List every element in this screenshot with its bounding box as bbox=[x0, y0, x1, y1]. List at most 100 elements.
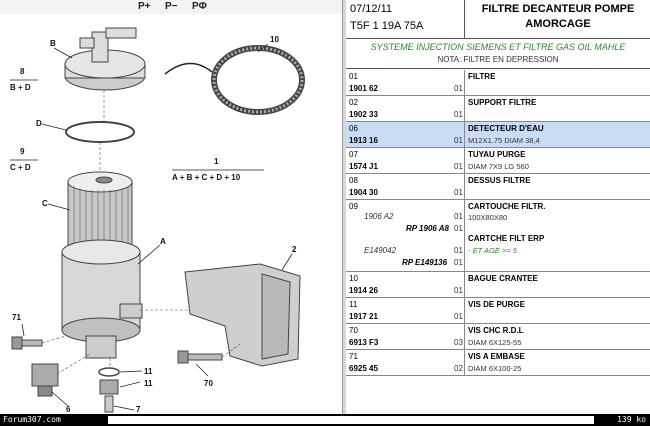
row-desc: VIS DE PURGE bbox=[468, 300, 525, 309]
label-2: 2 bbox=[292, 245, 297, 254]
part-71-screw bbox=[11, 336, 43, 350]
row-desc: BAGUE CRANTEE bbox=[468, 274, 538, 283]
table-row[interactable]: 70 6913 F3 03 VIS CHC R.D.L DIAM 6X125-5… bbox=[346, 324, 650, 350]
row-qty: 01 bbox=[454, 312, 463, 321]
row-pos: 02 bbox=[349, 98, 358, 107]
label-6: 6 bbox=[66, 405, 71, 414]
row-ref: 1914 26 bbox=[349, 286, 378, 295]
row-pos: 09 bbox=[349, 202, 358, 211]
row-spec: DIAM 6X100-25 bbox=[468, 364, 522, 373]
row-qty: 02 bbox=[454, 364, 463, 373]
row-pos: 70 bbox=[349, 326, 358, 335]
row-pos: 10 bbox=[349, 274, 358, 283]
label-1-sub: A + B + C + D + 10 bbox=[172, 173, 241, 182]
header-divider bbox=[464, 0, 465, 38]
system-separator bbox=[346, 68, 650, 69]
row-ref-replacement: RP 1906 A8 bbox=[406, 224, 449, 233]
label-8: 8 bbox=[20, 67, 25, 76]
row-pos: 71 bbox=[349, 352, 358, 361]
table-row[interactable]: 11 1917 21 01 VIS DE PURGE bbox=[346, 298, 650, 324]
part-10-ring bbox=[211, 45, 305, 115]
row-desc: VIS A EMBASE bbox=[468, 352, 525, 361]
viewer-toolbar: P+ P− PΦ bbox=[0, 0, 343, 14]
zoom-fit-button[interactable]: PΦ bbox=[192, 1, 207, 12]
label-8-sub: B + D bbox=[10, 83, 31, 92]
row-qty: 01 bbox=[454, 136, 463, 145]
header-separator bbox=[346, 38, 650, 39]
row-ref: 1902 33 bbox=[349, 110, 378, 119]
row-pos: 11 bbox=[349, 300, 358, 309]
part-b-cap bbox=[64, 27, 146, 91]
row-desc: TUYAU PURGE bbox=[468, 150, 526, 159]
row-pos: 08 bbox=[349, 176, 358, 185]
row-ref: 1917 21 bbox=[349, 312, 378, 321]
part-2-bracket bbox=[184, 263, 301, 367]
parts-table: 01 1901 62 01 FILTRE 02 1902 33 01 SUPPO… bbox=[346, 70, 650, 376]
table-row[interactable]: 09 1906 A2 01 CARTOUCHE FILTR. 100X80X80… bbox=[346, 200, 650, 272]
part-a-bowl bbox=[61, 239, 143, 359]
zoom-in-button[interactable]: P+ bbox=[138, 1, 151, 12]
row-qty: 01 bbox=[454, 162, 463, 171]
row-desc: CARTCHE FILT ERP bbox=[468, 234, 545, 243]
label-9: 9 bbox=[20, 147, 25, 156]
row-desc: DESSUS FILTRE bbox=[468, 176, 531, 185]
table-row-selected[interactable]: 06 1913 16 01 DETECTEUR D'EAU M12X1.75 D… bbox=[346, 122, 650, 148]
table-row[interactable]: 08 1904 30 01 DESSUS FILTRE bbox=[346, 174, 650, 200]
row-pos: 07 bbox=[349, 150, 358, 159]
label-7: 7 bbox=[136, 405, 141, 414]
row-qty: 01 bbox=[454, 246, 463, 255]
part-d-oring bbox=[65, 121, 135, 143]
row-pos: 01 bbox=[349, 72, 358, 81]
row-qty: 01 bbox=[454, 110, 463, 119]
row-desc: VIS CHC R.D.L bbox=[468, 326, 524, 335]
row-ref-replacement: RP E149136 bbox=[402, 258, 448, 267]
row-desc: DETECTEUR D'EAU bbox=[468, 124, 544, 133]
title-line-2: AMORCAGE bbox=[525, 18, 591, 30]
row-spec: 100X80X80 bbox=[468, 213, 508, 222]
row-qty: 01 bbox=[454, 188, 463, 197]
row-ref: 1906 A2 bbox=[364, 212, 394, 221]
row-note: - ET AGE >= 5 bbox=[468, 246, 517, 255]
row-qty: 01 bbox=[454, 286, 463, 295]
pane-divider[interactable] bbox=[342, 0, 346, 414]
row-ref: E149042 bbox=[364, 246, 397, 255]
label-9-sub: C + D bbox=[10, 163, 31, 172]
table-row[interactable]: 07 1574 J1 01 TUYAU PURGE DIAM 7X9 LG 56… bbox=[346, 148, 650, 174]
diagram-pane: P+ P− PΦ bbox=[0, 0, 343, 414]
row-pos: 06 bbox=[349, 124, 358, 133]
row-desc: SUPPORT FILTRE bbox=[468, 98, 537, 107]
label-1: 1 bbox=[214, 157, 219, 166]
label-11a: 11 bbox=[144, 367, 153, 376]
label-11b: 11 bbox=[144, 379, 153, 388]
part-11-purge-screw bbox=[98, 367, 120, 395]
table-row[interactable]: 71 6925 45 02 VIS A EMBASE DIAM 6X100-25 bbox=[346, 350, 650, 376]
page-title: FILTRE DECANTEUR POMPE AMORCAGE bbox=[466, 2, 650, 32]
table-row[interactable]: 01 1901 62 01 FILTRE bbox=[346, 70, 650, 96]
row-ref: 6913 F3 bbox=[349, 338, 379, 347]
row-desc: CARTOUCHE FILTR. bbox=[468, 202, 546, 211]
part-6-sensor bbox=[31, 363, 59, 397]
status-size: 139 ko bbox=[617, 415, 646, 424]
row-qty: 01 bbox=[454, 224, 463, 233]
parts-pane: 07/12/11 T5F 1 19A 75A FILTRE DECANTEUR … bbox=[346, 0, 650, 414]
table-row[interactable]: 10 1914 26 01 BAGUE CRANTEE bbox=[346, 272, 650, 298]
label-71: 71 bbox=[12, 313, 21, 322]
header-date: 07/12/11 bbox=[350, 3, 393, 15]
status-bar: Forum307.com 139 ko bbox=[0, 414, 650, 426]
assembly-lines bbox=[41, 90, 241, 375]
row-spec: DIAM 6X125-55 bbox=[468, 338, 522, 347]
row-qty: 01 bbox=[454, 212, 463, 221]
row-ref: 1901 62 bbox=[349, 84, 378, 93]
row-ref: 1904 30 bbox=[349, 188, 378, 197]
row-spec: M12X1.75 DIAM 38,4 bbox=[468, 136, 540, 145]
label-10: 10 bbox=[270, 35, 279, 44]
label-c: C bbox=[42, 199, 48, 208]
table-row[interactable]: 02 1902 33 01 SUPPORT FILTRE bbox=[346, 96, 650, 122]
part-7-tube bbox=[104, 395, 114, 413]
title-line-1: FILTRE DECANTEUR POMPE bbox=[481, 3, 635, 15]
row-desc: FILTRE bbox=[468, 72, 496, 81]
arrow-line bbox=[164, 62, 213, 75]
row-ref: 1913 16 bbox=[349, 136, 378, 145]
zoom-out-button[interactable]: P− bbox=[165, 1, 178, 12]
row-qty: 03 bbox=[454, 338, 463, 347]
